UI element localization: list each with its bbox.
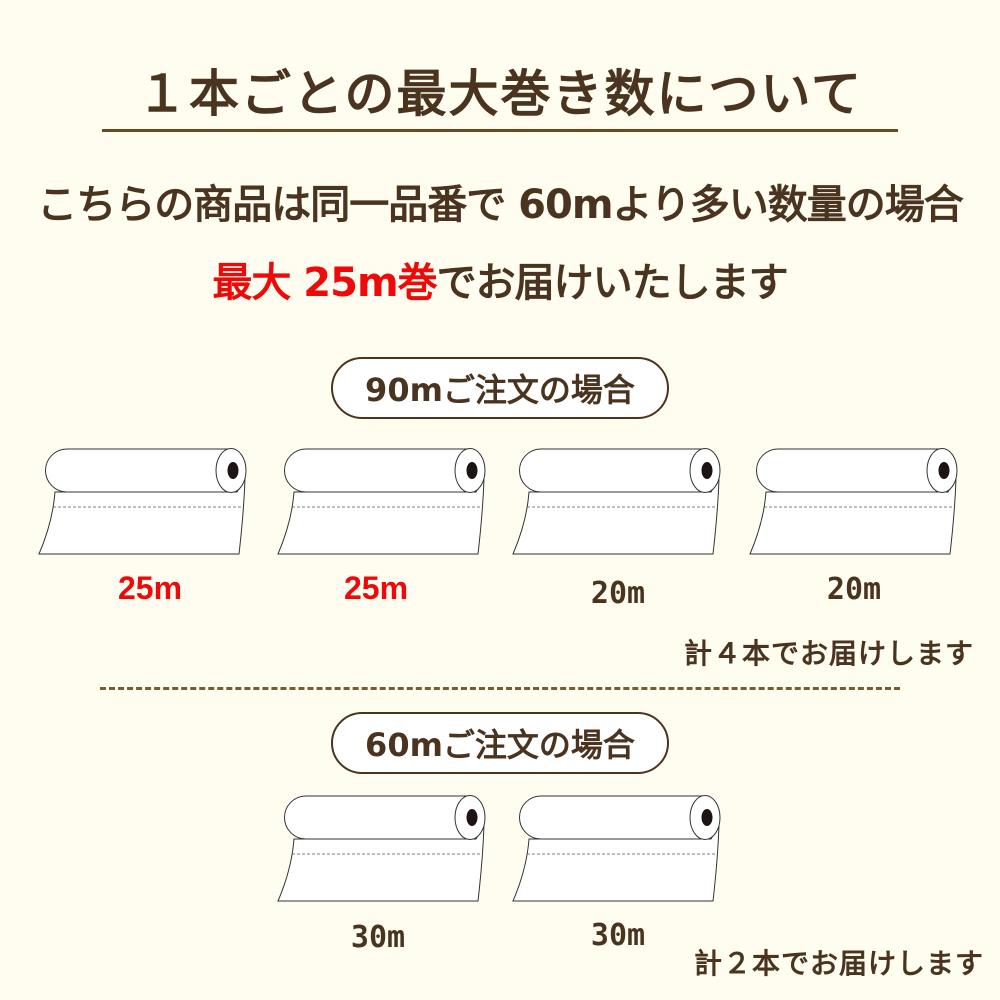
section-divider bbox=[100, 687, 900, 690]
roll-length: 30m bbox=[350, 920, 406, 955]
notice-line-2: 最大 25m巻でお届けいたします bbox=[0, 256, 1000, 310]
notice-line-1: こちらの商品は同一品番で 60mより多い数量の場合 bbox=[37, 182, 963, 228]
roll-length: 30m bbox=[590, 918, 646, 953]
roll-length: 25m bbox=[343, 570, 409, 606]
fabric-roll-icon bbox=[511, 795, 723, 905]
total-count: 計４本でお届けします bbox=[684, 637, 975, 670]
title-divider bbox=[102, 129, 898, 132]
fabric-roll-icon bbox=[748, 448, 960, 558]
fabric-roll-icon bbox=[511, 448, 723, 558]
notice-line-2-rest: でお届けいたします bbox=[436, 260, 789, 306]
fabric-roll-icon bbox=[276, 448, 488, 558]
order-60m-label: 60mご注文の場合 bbox=[331, 712, 669, 774]
page-title: １本ごとの最大巻き数について bbox=[137, 65, 863, 123]
order-90m-label: 90mご注文の場合 bbox=[331, 357, 669, 419]
total-count: 計２本でお届けします bbox=[694, 947, 985, 980]
max-length-highlight: 最大 25m巻 bbox=[212, 260, 437, 306]
fabric-roll-icon bbox=[276, 795, 488, 905]
roll-length: 20m bbox=[826, 572, 882, 607]
fabric-roll-icon bbox=[37, 448, 249, 558]
roll-length: 20m bbox=[590, 576, 646, 611]
roll-length: 25m bbox=[117, 570, 183, 606]
